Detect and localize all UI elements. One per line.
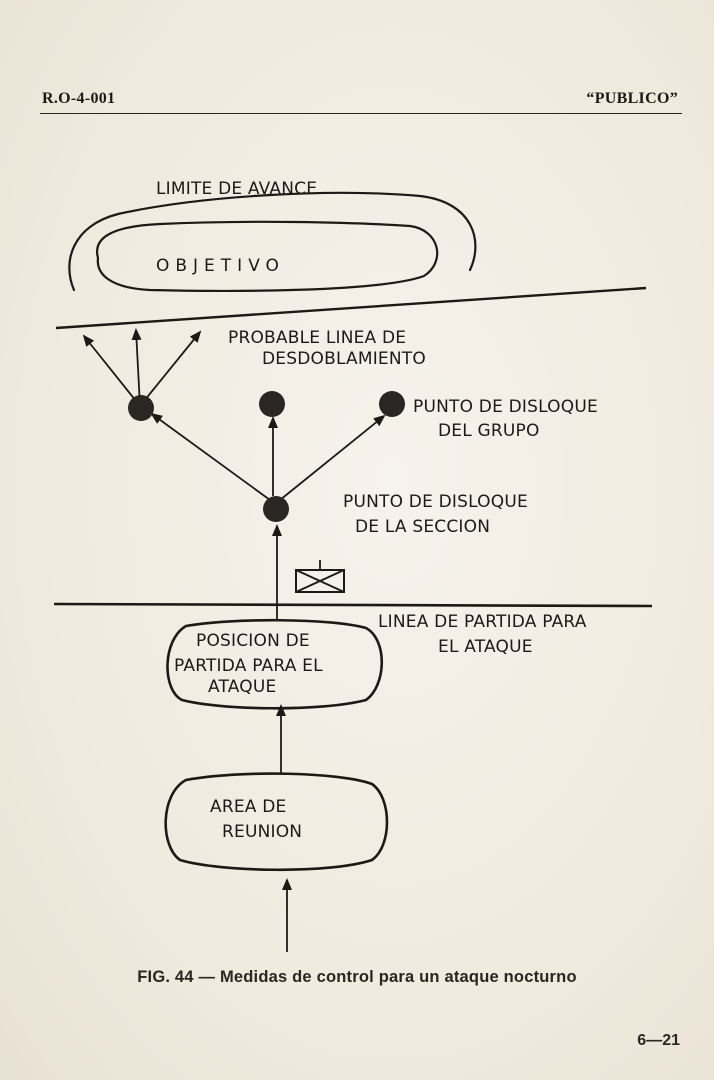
label-disloque-grupo-1: PUNTO DE DISLOQUE	[413, 397, 598, 417]
arrow-left-n	[131, 328, 142, 407]
label-probable-linea-2: DESDOBLAMIENTO	[262, 349, 426, 369]
punto-disloque-grupo-right	[379, 391, 405, 417]
limite-avance-line	[68, 191, 477, 292]
label-disloque-grupo-2: DEL GRUPO	[438, 421, 540, 441]
punto-disloque-seccion	[263, 496, 289, 522]
label-linea-partida-2: EL ATAQUE	[438, 637, 533, 657]
arrow-to-group-right	[279, 414, 386, 501]
linea-desdoblamiento	[55, 286, 647, 330]
header-rule	[40, 113, 682, 114]
page-number: 6—21	[637, 1032, 680, 1049]
classification-label: “PUBLICO”	[586, 90, 678, 107]
label-posicion-1: POSICION DE	[196, 631, 310, 651]
label-disloque-seccion-1: PUNTO DE DISLOQUE	[343, 492, 528, 512]
unit-symbol	[295, 560, 345, 593]
arrow-to-group-left	[150, 412, 271, 501]
label-area-2: REUNION	[222, 822, 302, 842]
label-posicion-3: ATAQUE	[208, 677, 276, 697]
objetivo-outline	[96, 220, 439, 292]
label-disloque-seccion-2: DE LA SECCION	[355, 517, 490, 537]
posicion-partida-shape	[166, 618, 384, 710]
label-probable-linea-1: PROBABLE LINEA DE	[228, 328, 406, 348]
punto-disloque-grupo-left	[128, 395, 154, 421]
linea-partida	[53, 602, 653, 608]
label-area-1: AREA DE	[210, 797, 286, 817]
label-limite-avance: LIMITE DE AVANCE	[156, 179, 317, 199]
label-objetivo: OBJETIVO	[156, 256, 285, 276]
punto-disloque-grupo-center	[259, 391, 285, 417]
area-reunion-shape	[164, 772, 389, 872]
arrow-left-nw	[82, 334, 141, 407]
document-code: R.O-4-001	[42, 90, 116, 107]
label-posicion-2: PARTIDA PARA EL	[174, 656, 323, 676]
figure-caption: FIG. 44 — Medidas de control para un ata…	[137, 968, 577, 986]
arrow-left-ne	[139, 330, 202, 407]
label-linea-partida-1: LINEA DE PARTIDA PARA	[378, 612, 587, 632]
